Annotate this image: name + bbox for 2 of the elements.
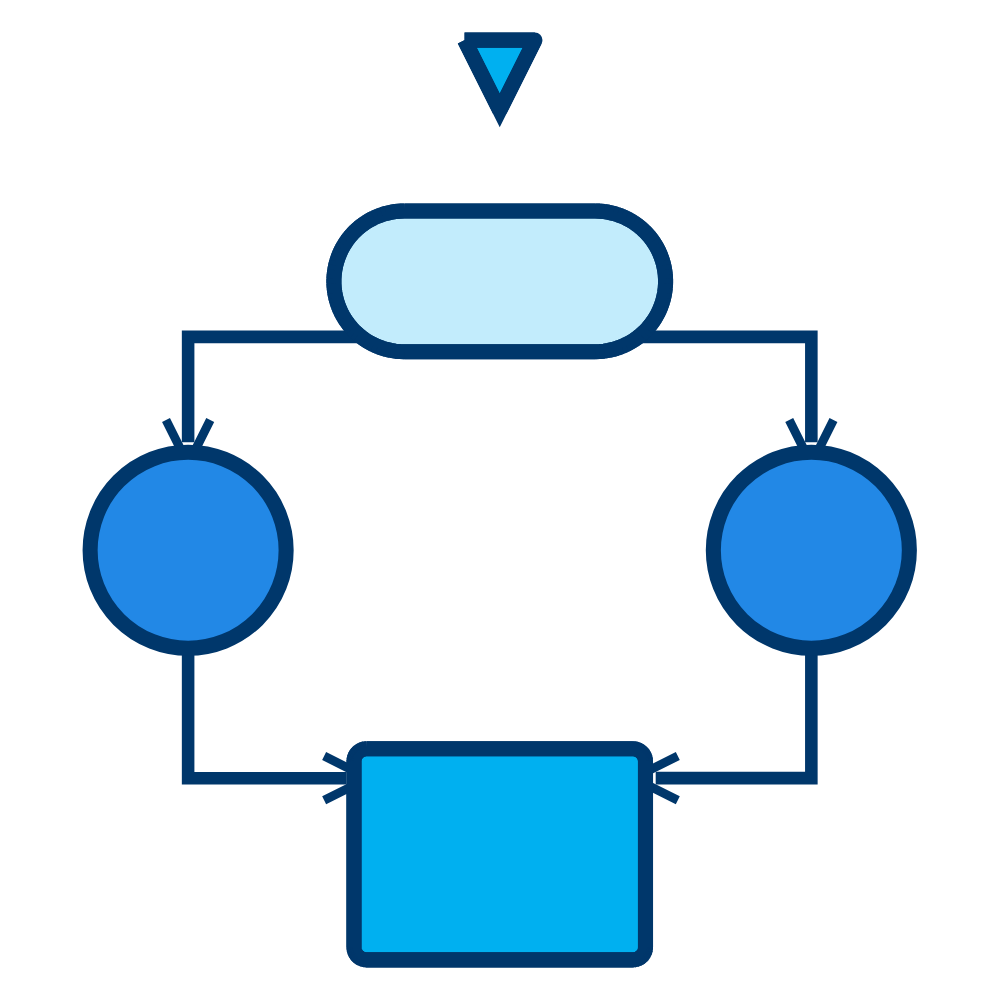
node-circle (706, 444, 918, 656)
node-circle (82, 444, 294, 656)
